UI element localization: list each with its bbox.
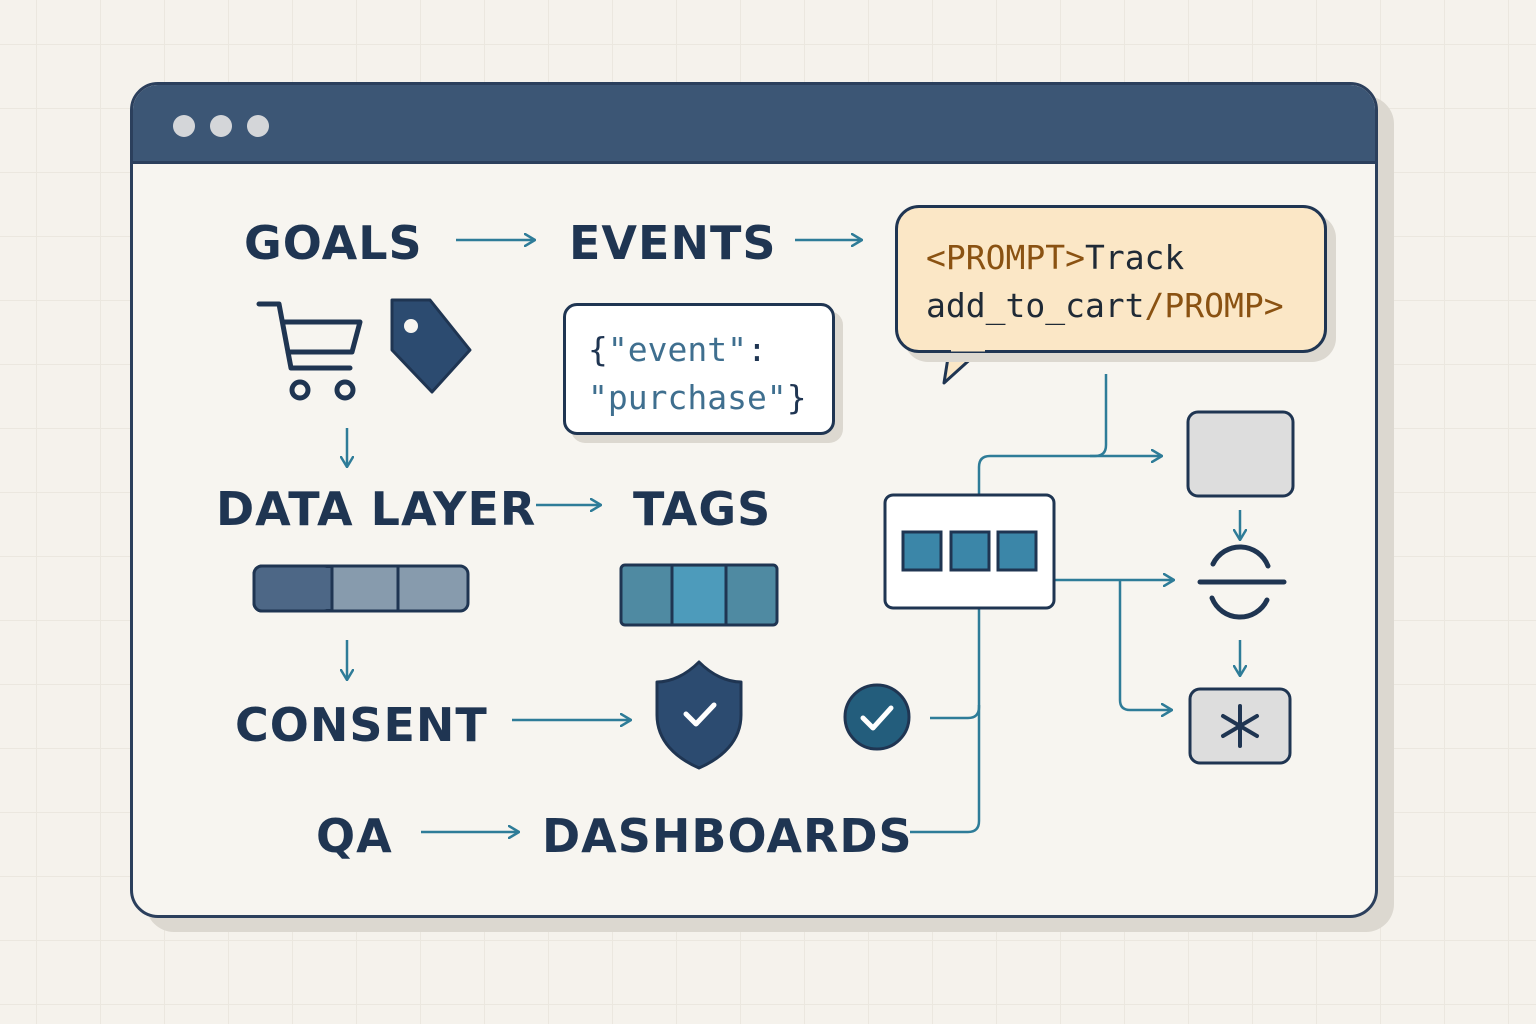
json-value: "purchase" xyxy=(588,378,787,417)
json-close-brace: } xyxy=(786,378,807,417)
route-hub-to-asterisk xyxy=(1118,580,1172,710)
window-control-dot[interactable] xyxy=(247,115,269,137)
prompt-bubble: <PROMPT>Track add_to_cart/PROMP> xyxy=(895,205,1327,353)
prompt-line-2: add_to_cart/PROMP> xyxy=(926,282,1324,330)
label-qa: QA xyxy=(316,809,393,863)
window-titlebar xyxy=(133,85,1375,164)
prompt-text-1: Track xyxy=(1084,238,1185,277)
route-check-to-hub xyxy=(930,608,981,720)
routing-lines xyxy=(910,374,1174,834)
json-key: "event" xyxy=(607,330,747,369)
asterisk-icon xyxy=(1221,704,1259,748)
route-prompt-to-hub xyxy=(977,374,1108,496)
window-control-dot[interactable] xyxy=(173,115,195,137)
flow-arrows xyxy=(347,240,1240,832)
sync-icon xyxy=(1197,544,1287,620)
prompt-bubble-tail xyxy=(942,343,988,385)
prompt-close-tag: /PROMP> xyxy=(1144,286,1284,325)
label-events: EVENTS xyxy=(569,216,777,270)
shield-check-icon xyxy=(655,660,743,770)
label-data-layer: DATA LAYER xyxy=(216,482,537,536)
prompt-text-2: add_to_cart xyxy=(926,286,1145,325)
data-layer-bar xyxy=(252,564,470,613)
prompt-line-1: <PROMPT>Track xyxy=(926,234,1324,282)
hub-box xyxy=(883,493,1056,610)
asterisk-box xyxy=(1188,687,1292,765)
label-tags: TAGS xyxy=(633,482,772,536)
price-tag-icon xyxy=(390,298,472,394)
window-control-dot[interactable] xyxy=(210,115,232,137)
label-goals: GOALS xyxy=(244,216,423,270)
json-open-brace: { xyxy=(588,330,608,369)
json-line-2: "purchase"} xyxy=(588,374,832,422)
prompt-open-tag: <PROMPT> xyxy=(926,238,1085,277)
json-event-card: {"event": "purchase"} xyxy=(563,303,835,435)
json-colon: : xyxy=(746,330,767,369)
label-consent: CONSENT xyxy=(235,698,488,752)
destination-box xyxy=(1186,410,1295,498)
tags-bar xyxy=(619,563,779,627)
json-line-1: {"event": xyxy=(588,326,832,374)
check-circle-icon xyxy=(843,683,911,751)
label-dashboards: DASHBOARDS xyxy=(542,809,913,863)
shopping-cart-icon xyxy=(256,301,363,401)
route-dashboards-to-hub xyxy=(910,705,981,834)
